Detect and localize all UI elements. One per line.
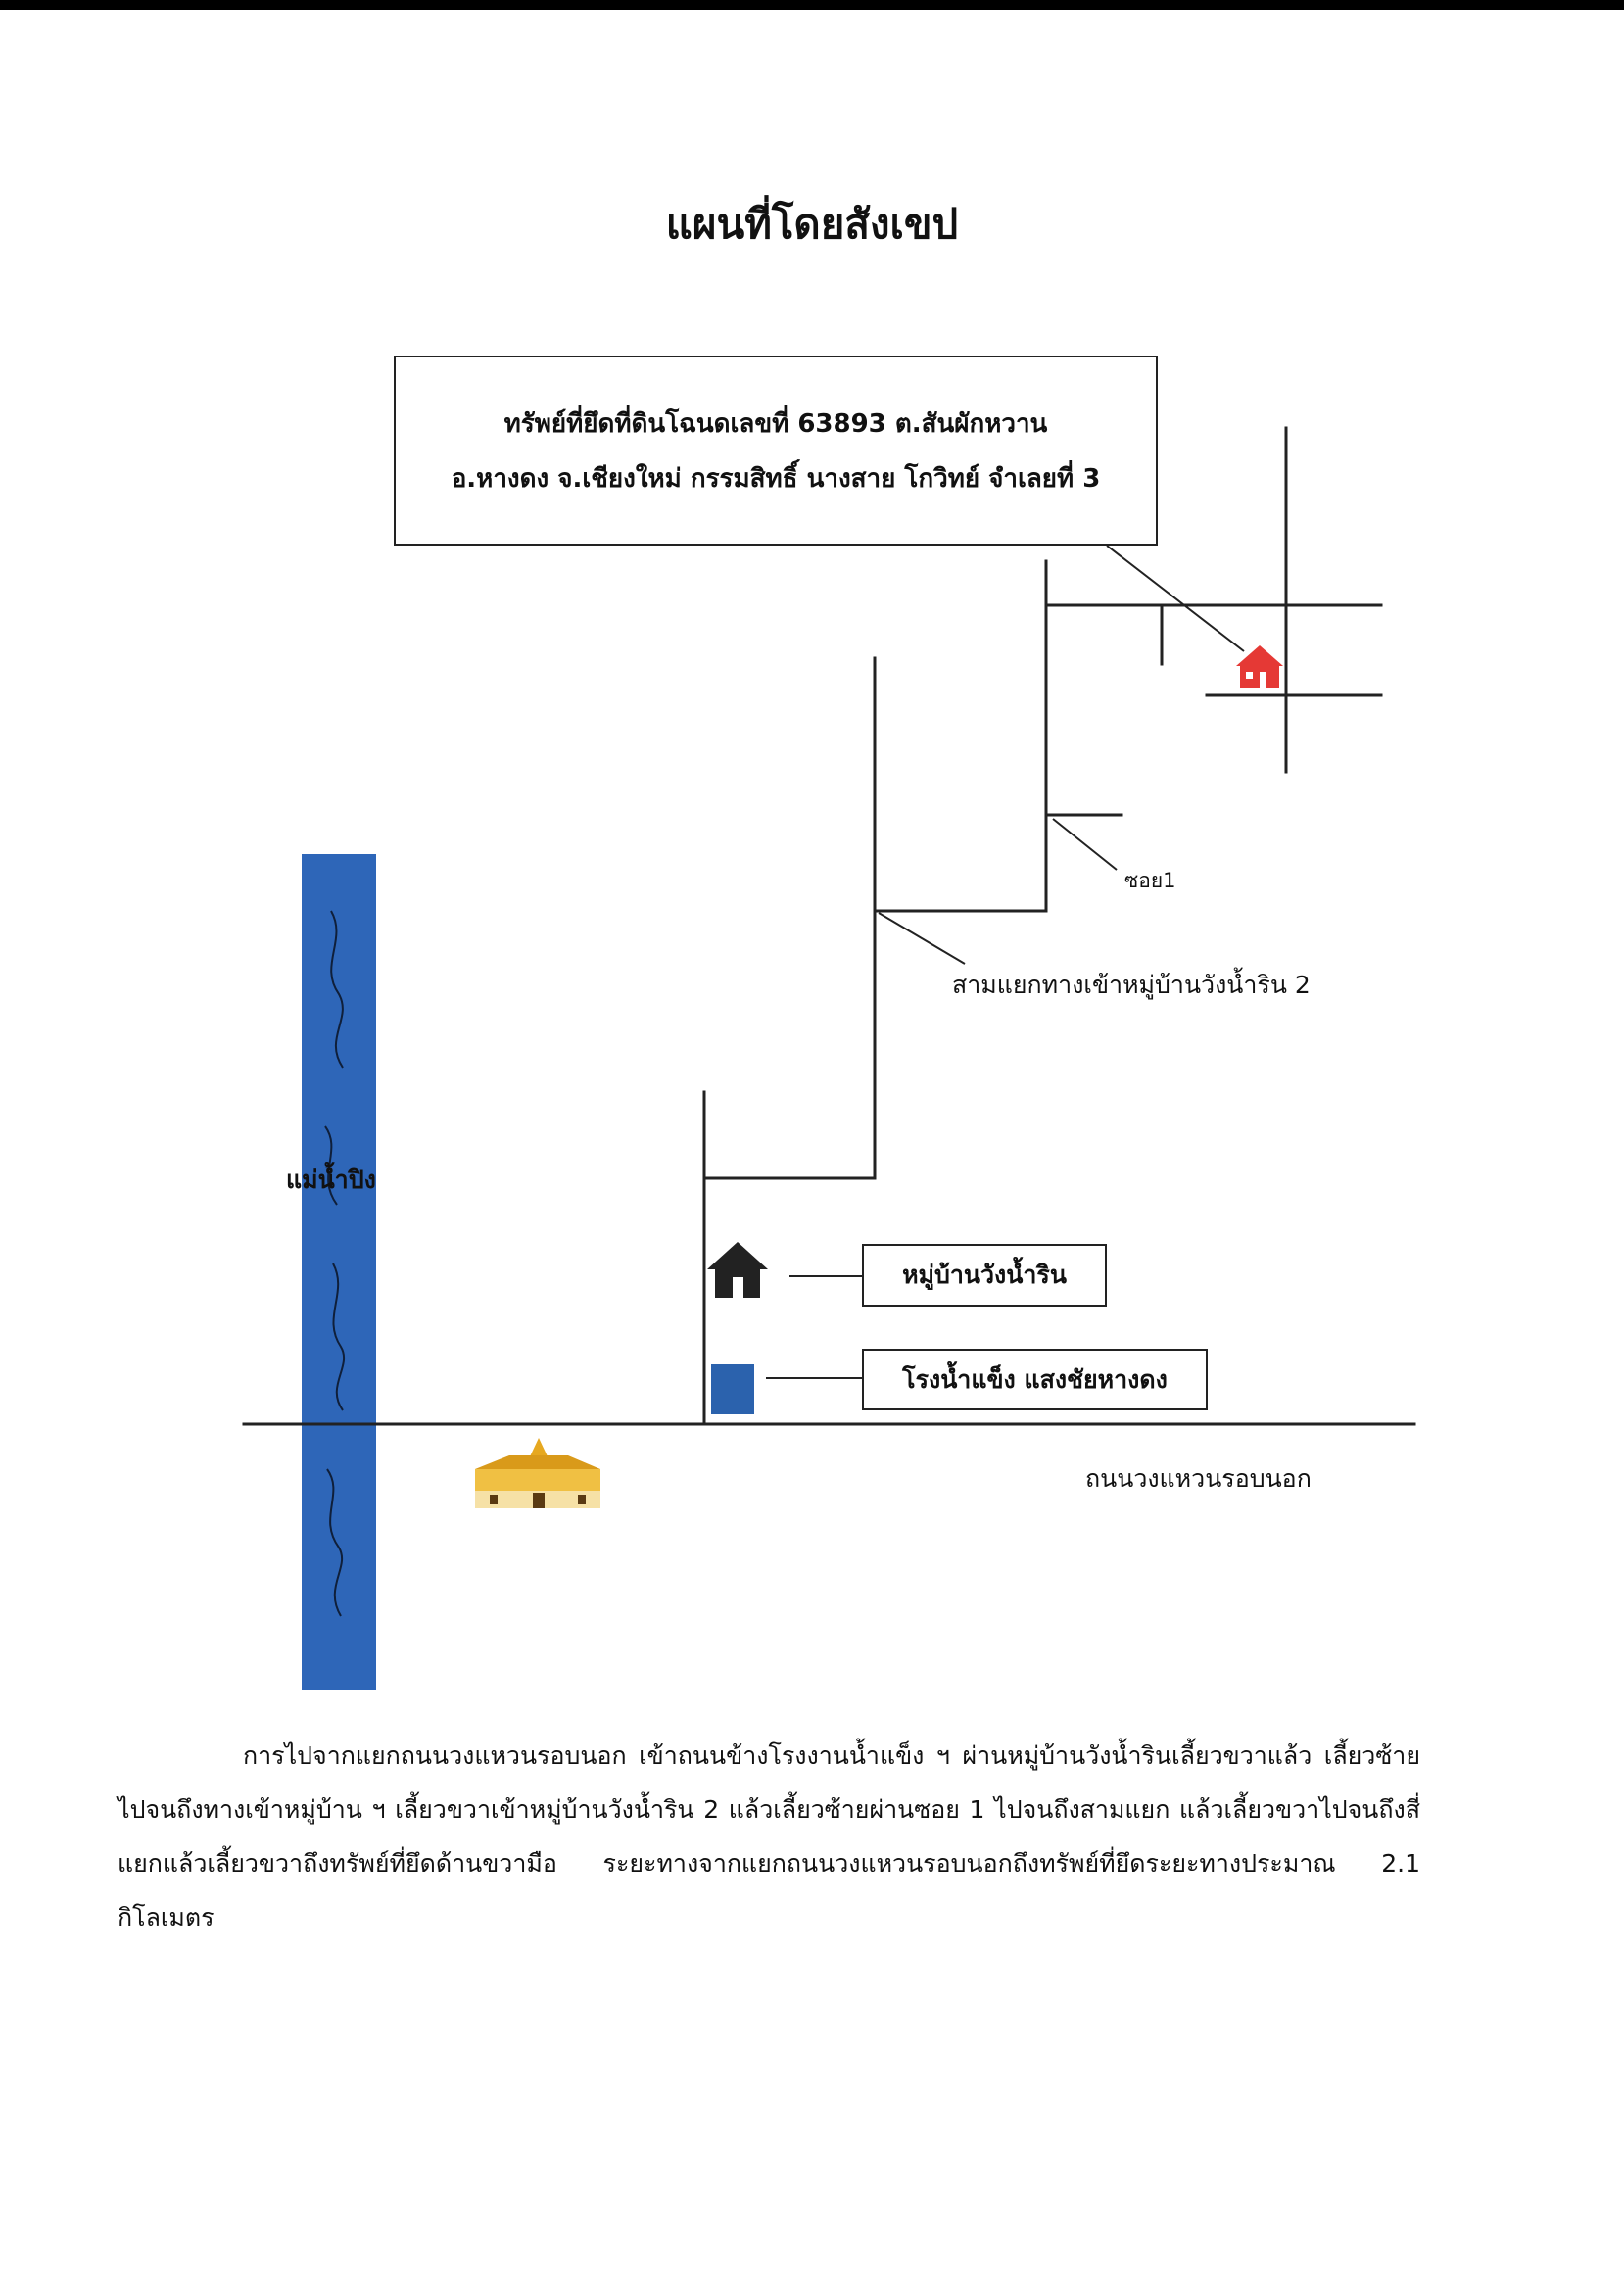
ring-road-label: ถนนวงแหวนรอบนอก [1085,1464,1312,1493]
village-house-icon [707,1242,768,1298]
property-info-line-1: ทรัพย์ที่ยึดที่ดินโฉนดเลขที่ 63893 ต.สัน… [503,409,1048,439]
river-label: แม่น้ำปิง [286,1166,376,1194]
village-road [702,656,877,1180]
soi1-label: ซอย1 [1124,869,1176,892]
ice-factory-label-box: โรงน้ำแข็ง แสงชัยหางดง [862,1349,1208,1410]
river-ripples [324,910,346,1617]
property-info-line-2: อ.หางดง จ.เชียงใหม่ กรรมสิทธิ์ นางสาย โก… [451,464,1101,494]
soi-road [873,559,1048,913]
temple-icon [475,1438,600,1508]
route-description: การไปจากแยกถนนวงแหวนรอบนอก เข้าถนนข้างโร… [118,1741,1420,1931]
leader-lines [766,545,1245,1379]
scan-top-border [0,0,1624,10]
page-title: แผนที่โดยสังเขป [665,200,959,248]
three-way-junction-label: สามแยกทางเข้าหมู่บ้านวังน้ำริน 2 [952,971,1311,999]
property-house-icon [1236,645,1283,688]
ice-factory-square-icon [711,1364,754,1414]
village-label-box: หมู่บ้านวังน้ำริน [862,1244,1107,1307]
roads [242,426,1416,1426]
river-ping [302,854,376,1690]
property-info-box: ทรัพย์ที่ยึดที่ดินโฉนดเลขที่ 63893 ต.สัน… [394,356,1158,546]
